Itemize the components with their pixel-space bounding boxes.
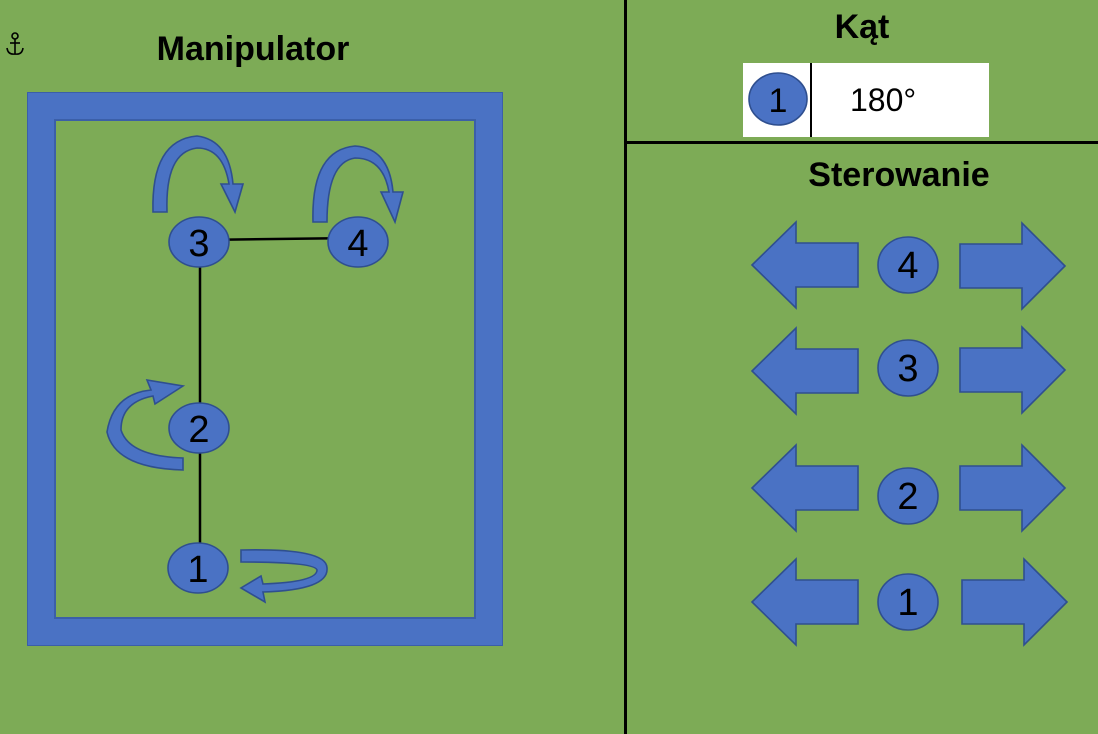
joint-4-right-arrow-button[interactable] [959,221,1067,311]
angle-joint-label: 1 [769,82,788,120]
control-row-1: 1 [750,557,1069,647]
workspace-frame [27,92,503,646]
control-row-2-label: 2 [897,476,918,518]
control-title: Sterowanie [808,156,990,194]
control-row-3-label: 3 [897,348,918,390]
joint-2[interactable]: 2 [168,402,230,454]
angle-separator [810,63,812,137]
joint-4[interactable]: 4 [327,216,389,268]
rotation-arrow-joint-1-icon [239,549,328,604]
rotation-arrow-joint-2-icon [106,378,186,471]
joint-1-label: 1 [187,549,208,591]
joint-3-right-arrow-button[interactable] [959,325,1067,415]
control-row-2: 2 [750,443,1067,533]
control-row-3: 3 [750,325,1067,416]
angle-value: 180° [850,82,917,118]
joint-1-right-arrow-button[interactable] [961,557,1069,647]
control-panel: 4 3 2 1 [750,220,1069,647]
angle-title: Kąt [834,8,890,46]
joint-1[interactable]: 1 [167,542,229,594]
joint-1-left-arrow-button[interactable] [750,557,859,647]
control-row-4-label: 4 [897,245,918,287]
angle-joint-indicator: 1 [748,72,808,126]
rotation-arrow-joint-4-icon [312,145,405,225]
anchor-icon [6,32,24,55]
joint-3[interactable]: 3 [168,216,230,268]
joint-2-right-arrow-button[interactable] [959,443,1067,533]
joint-4-label: 4 [347,223,368,265]
joint-2-left-arrow-button[interactable] [750,443,859,533]
manipulator-diagram: 1 2 3 4 [27,92,503,646]
vertical-divider [624,0,627,734]
joint-4-left-arrow-button[interactable] [750,220,859,310]
horizontal-divider [626,141,1098,144]
control-row-1-label: 1 [897,582,918,624]
joint-3-left-arrow-button[interactable] [750,326,859,416]
control-row-4: 4 [750,220,1067,311]
joint-3-label: 3 [188,223,209,265]
rotation-arrow-joint-3-icon [152,135,245,215]
manipulator-title: Manipulator [156,30,350,68]
joint-2-label: 2 [188,409,209,451]
